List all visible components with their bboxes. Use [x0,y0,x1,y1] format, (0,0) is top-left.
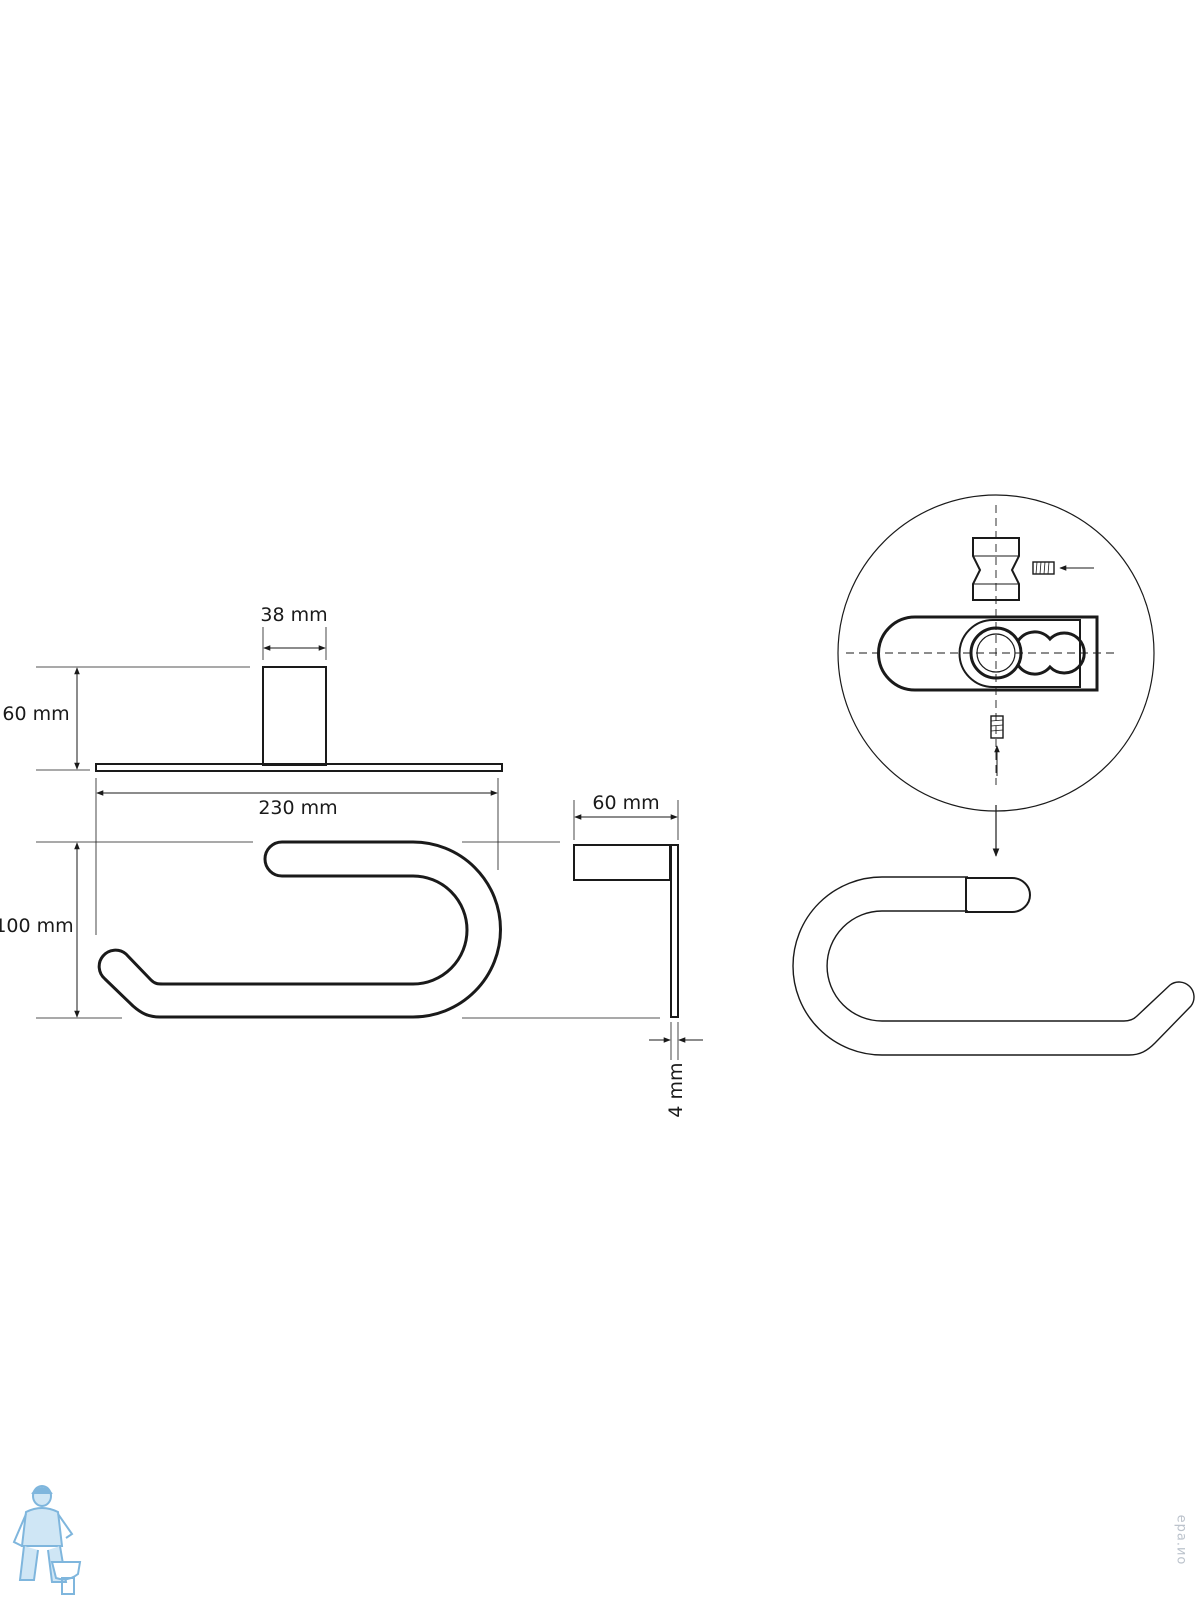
set-screw-vertical [990,715,1004,739]
top-view [36,627,503,935]
dim-label-60-vertical: 60 mm [2,703,69,725]
watermark-side: ера.ио [1170,1490,1192,1590]
dim-label-60-horizontal: 60 mm [592,792,659,814]
bracket-slot [958,619,1081,688]
dim-label-230: 230 mm [258,797,337,819]
side-view [573,800,703,1060]
plumber-with-toilet-logo [12,1485,82,1595]
mount-plate [95,763,503,772]
wall-bracket [877,615,1099,692]
mount-post [262,666,327,766]
watermark-text: ера.ио [1173,1514,1189,1566]
holder-outline [97,840,502,1019]
bracket-holes-slot [1016,630,1086,676]
dim-label-4: 4 mm [665,1062,687,1117]
perspective-view [792,876,1195,1056]
dim-label-100: 100 mm [0,915,74,937]
holder-perspective-outline [792,876,1195,1056]
holder-end-cap [965,877,1031,913]
connector-piece [972,537,1020,601]
dim-label-38: 38 mm [260,604,327,626]
detail-view [837,494,1155,857]
set-screw-horizontal [1032,561,1055,575]
front-view [36,840,660,1019]
side-plate [670,844,679,1018]
side-arm [573,844,671,881]
bracket-hole-main [969,626,1023,680]
